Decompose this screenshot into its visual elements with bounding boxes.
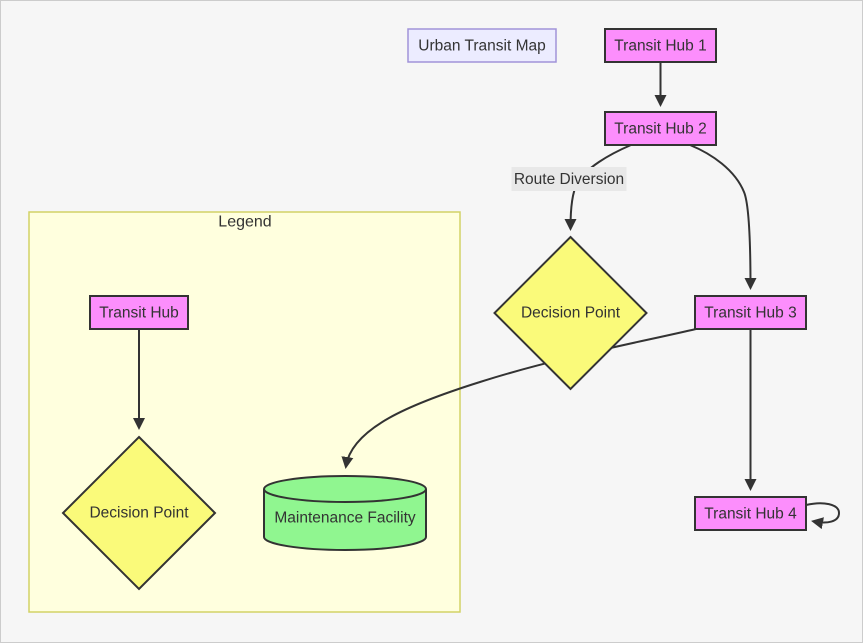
edges-layer (133, 62, 841, 530)
transit-hub-3-box (694, 295, 807, 330)
node-title: Urban Transit Map (407, 28, 557, 63)
title-box (407, 28, 557, 63)
legend-node-maintenance-facility: Maintenance Facility (263, 474, 427, 552)
node-transit-hub-4: Transit Hub 4 (694, 496, 807, 531)
decision-point-diamond (493, 235, 648, 391)
legend-node-transit-hub: Transit Hub (89, 295, 189, 330)
diagram-title: Urban Transit Map (418, 38, 546, 55)
legend-transit-hub-label: Transit Hub (99, 305, 179, 322)
edge-hub4-self-loop (805, 502, 841, 530)
edge-label-text: Route Diversion (514, 171, 624, 188)
edge-hub3-maintenance (341, 328, 697, 469)
node-transit-hub-2: Transit Hub 2 (604, 111, 717, 146)
edge-label-route-diversion: Route Diversion (511, 167, 627, 191)
legend-transit-hub-box (89, 295, 189, 330)
legend-decision-diamond (61, 435, 217, 591)
legend-maintenance-label: Maintenance Facility (274, 510, 416, 527)
node-transit-hub-3: Transit Hub 3 (694, 295, 807, 330)
transit-hub-2-label: Transit Hub 2 (614, 121, 706, 138)
node-decision-point: Decision Point (493, 235, 648, 391)
legend-node-decision-point: Decision Point (61, 435, 217, 591)
edge-label-background (511, 167, 627, 191)
maintenance-facility-cylinder-rim (263, 488, 427, 504)
legend-decision-label: Decision Point (89, 505, 189, 522)
legend-title: Legend (218, 214, 271, 231)
transit-hub-3-label: Transit Hub 3 (704, 305, 796, 322)
legend-cluster: Legend (28, 211, 461, 613)
legend-box (28, 211, 461, 613)
node-transit-hub-1: Transit Hub 1 (604, 28, 717, 63)
transit-hub-1-label: Transit Hub 1 (614, 38, 706, 55)
decision-point-label: Decision Point (521, 305, 621, 322)
transit-hub-1-box (604, 28, 717, 63)
transit-hub-2-box (604, 111, 717, 146)
edge-hub2-hub3 (689, 144, 757, 290)
transit-hub-4-label: Transit Hub 4 (704, 506, 797, 523)
transit-hub-4-box (694, 496, 807, 531)
maintenance-facility-cylinder (263, 474, 427, 552)
